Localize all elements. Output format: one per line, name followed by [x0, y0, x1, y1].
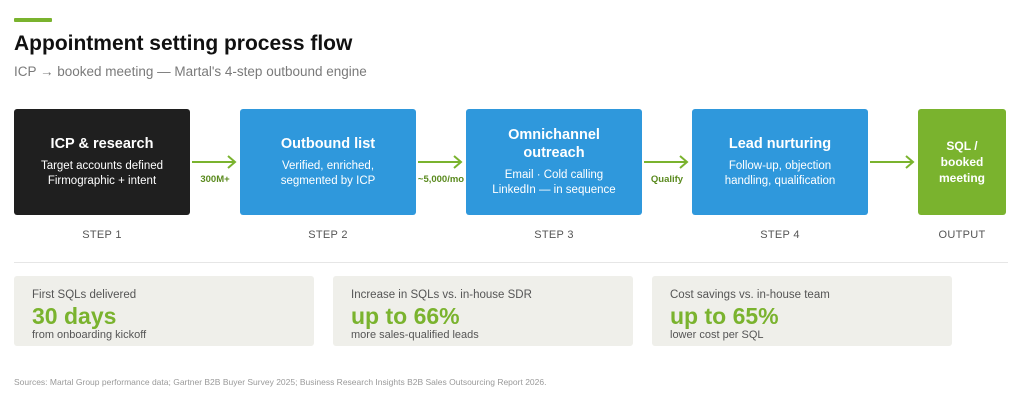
- output-title-line-1: SQL /: [946, 139, 978, 153]
- step-2-label: STEP 2: [308, 229, 348, 241]
- stat-value: up to 65%: [670, 303, 779, 329]
- output-label: OUTPUT: [938, 229, 986, 241]
- arrow-right-icon: [644, 155, 689, 169]
- step-2-description: Verified, enriched, segmented by ICP: [281, 159, 376, 189]
- page-title: Appointment setting process flow: [14, 32, 353, 55]
- step-1-desc-line-2: Firmographic + intent: [47, 175, 157, 187]
- step-3-box: Omnichannel outreach Email · Cold callin…: [466, 109, 642, 215]
- arrow-right-icon: [418, 155, 463, 169]
- step-2-title: Outbound list: [280, 136, 376, 152]
- stat-card-cost-savings: Cost savings vs. in-house team up to 65%…: [652, 276, 952, 346]
- step-1-box: ICP & research Target accounts defined F…: [14, 109, 190, 215]
- step-4-box: Lead nurturing Follow-up, objection hand…: [692, 109, 868, 215]
- stat-subtext: lower cost per SQL: [670, 329, 764, 341]
- step-4-desc-line-2: handling, qualification: [724, 175, 836, 187]
- output-box: SQL / booked meeting: [918, 109, 1006, 215]
- step-2-desc-line-2: segmented by ICP: [280, 175, 376, 187]
- accent-bar: [14, 18, 52, 22]
- arrow-right-icon: [192, 155, 237, 169]
- output-title-line-3: meeting: [938, 171, 985, 185]
- sources-footnote: Sources: Martal Group performance data; …: [14, 377, 547, 387]
- step-3-label: STEP 3: [534, 229, 574, 241]
- stat-label: Cost savings vs. in-house team: [670, 289, 830, 301]
- step-3-title: Omnichannel outreach: [508, 126, 600, 162]
- output-title: SQL / booked meeting: [939, 138, 985, 186]
- stat-label: Increase in SQLs vs. in-house SDR: [351, 289, 532, 301]
- output-title-line-2: booked: [940, 155, 984, 169]
- step-3-desc-line-1: Email · Cold calling: [504, 169, 604, 181]
- arrow-right-icon: [870, 155, 915, 169]
- connector-label-1: 300M+: [200, 174, 230, 185]
- connector-label-3: Qualify: [650, 174, 684, 185]
- step-3-title-line-1: Omnichannel: [508, 127, 600, 143]
- section-divider: [14, 262, 1008, 263]
- step-1-title: ICP & research: [50, 136, 154, 152]
- step-1-label: STEP 1: [82, 229, 122, 241]
- connector-label-2: ~5,000/mo: [417, 174, 465, 185]
- step-4-desc-line-1: Follow-up, objection: [728, 160, 832, 172]
- step-2-desc-line-1: Verified, enriched,: [281, 160, 375, 172]
- step-4-title: Lead nurturing: [728, 136, 832, 152]
- stat-value: up to 66%: [351, 303, 460, 329]
- step-2-box: Outbound list Verified, enriched, segmen…: [240, 109, 416, 215]
- step-4-description: Follow-up, objection handling, qualifica…: [725, 159, 836, 189]
- stat-label: First SQLs delivered: [32, 289, 137, 301]
- stat-subtext: more sales-qualified leads: [351, 329, 479, 341]
- page-subtitle: ICP → booked meeting — Martal's 4-step o…: [14, 64, 367, 79]
- step-3-description: Email · Cold calling LinkedIn — in seque…: [492, 168, 615, 198]
- step-1-description: Target accounts defined Firmographic + i…: [41, 159, 163, 189]
- stat-card-sql-increase: Increase in SQLs vs. in-house SDR up to …: [333, 276, 633, 346]
- step-4-label: STEP 4: [760, 229, 800, 241]
- step-3-desc-line-2: LinkedIn — in sequence: [492, 184, 616, 196]
- stat-value: 30 days: [32, 303, 117, 329]
- stat-card-first-sqls: First SQLs delivered 30 days from onboar…: [14, 276, 314, 346]
- step-1-desc-line-1: Target accounts defined: [40, 160, 164, 172]
- step-3-title-line-2: outreach: [523, 145, 585, 161]
- stat-subtext: from onboarding kickoff: [32, 329, 147, 341]
